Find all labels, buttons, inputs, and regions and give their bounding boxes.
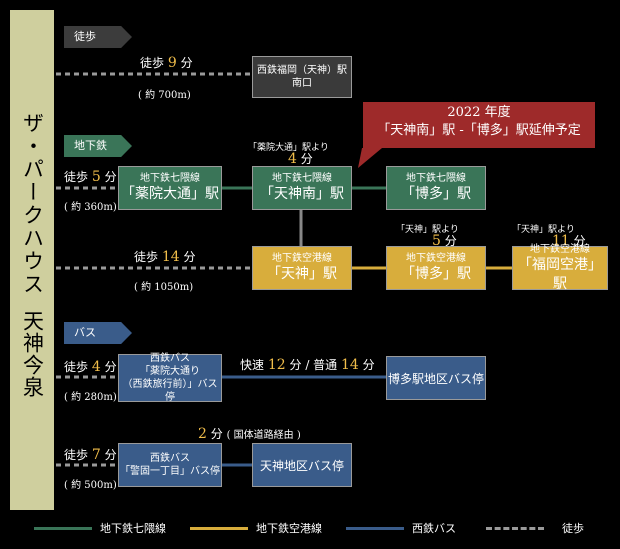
tag-walk: 徒歩 <box>64 26 132 48</box>
legend-label: 地下鉄空港線 <box>256 522 322 535</box>
property-name: ザ・パークハウス <box>20 112 45 296</box>
ride-time-airport-1: 5 分 <box>432 233 457 249</box>
ride-note-airport-2: 「天神」駅より <box>512 225 575 235</box>
walk-time: 徒歩 9 分 <box>140 55 193 71</box>
subway-row1-walk: 徒歩 5 分 <box>64 169 117 185</box>
walk-distance: ( 約 700m) <box>138 90 191 101</box>
bus-stop-tenjin-area: 天神地区バス停 <box>252 443 352 487</box>
ride-note-nanakuma: 「薬院大通」駅より <box>248 143 329 153</box>
legend-swatch <box>486 527 544 530</box>
property-location: 天神今泉 <box>20 310 45 398</box>
ride-note-airport-1: 「天神」駅より <box>396 225 459 235</box>
bus-row1-walk: 徒歩 4 分 <box>64 359 117 375</box>
subway-row2-distance: ( 約 1050m) <box>134 282 194 293</box>
bus-row1-ride-time: 快速 12 分 / 普通 14 分 <box>240 357 375 373</box>
bus-stop-keigo-1chome: 西鉄バス 「警固一丁目」バス停 <box>118 443 222 487</box>
bus-row2-walk: 徒歩 7 分 <box>64 447 117 463</box>
bus-row1-distance: ( 約 280m) <box>64 392 117 403</box>
tag-subway: 地下鉄 <box>64 135 132 157</box>
bus-stop-hakata-station: 博多駅地区バス停 <box>386 356 486 400</box>
station-fukuoka-airport: 地下鉄空港線 「福岡空港」駅 <box>512 244 608 292</box>
property-name-panel: ザ・パークハウス 天神今泉 <box>10 10 54 510</box>
station-tenjin: 地下鉄空港線 「天神」駅 <box>252 246 352 290</box>
legend-label: 徒歩 <box>562 522 584 535</box>
subway-row1-distance: ( 約 360m) <box>64 202 117 213</box>
bus-row2-distance: ( 約 500m) <box>64 480 117 491</box>
tag-bus: バス <box>64 322 132 344</box>
ride-time-nanakuma: 4 分 <box>288 151 313 167</box>
subway-row2-walk: 徒歩 14 分 <box>134 249 196 265</box>
nishitetsu-fukuoka-station: 西鉄福岡（天神）駅 南口 <box>252 56 352 98</box>
bus-stop-yakuin-odori: 西鉄バス 「薬院大通り （西鉄旅行前）」バス停 <box>118 353 222 403</box>
station-hakata-airport: 地下鉄空港線 「博多」駅 <box>386 246 486 290</box>
legend-swatch <box>346 527 404 530</box>
legend-label: 西鉄バス <box>412 522 456 535</box>
legend-label: 地下鉄七隈線 <box>100 522 166 535</box>
extension-callout: 2022 年度 「天神南」駅 -「博多」駅延伸予定 <box>363 102 595 148</box>
callout-pointer <box>358 148 382 168</box>
station-tenjin-minami: 地下鉄七隈線 「天神南」駅 <box>252 166 352 210</box>
legend-swatch <box>34 527 92 530</box>
bus-row2-ride-time: 2 分 ( 国体道路経由 ) <box>198 426 301 442</box>
legend-swatch <box>190 527 248 530</box>
ride-time-airport-2: 11 分 <box>552 233 586 249</box>
station-hakata-nanakuma: 地下鉄七隈線 「博多」駅 <box>386 166 486 210</box>
station-yakuin-odori: 地下鉄七隈線 「薬院大通」駅 <box>118 166 222 210</box>
